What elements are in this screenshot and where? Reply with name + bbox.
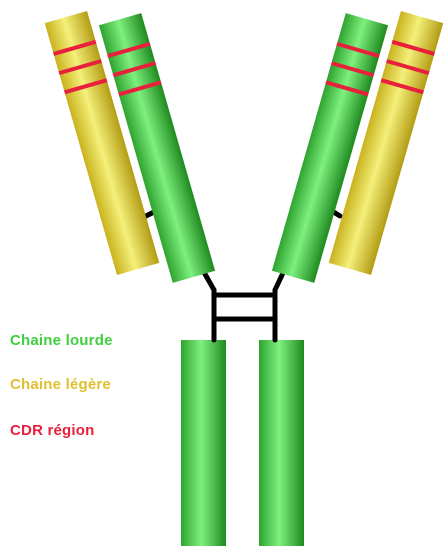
fab-arm-left [45,11,215,283]
legend-heavy-chain: Chaine lourde [10,332,113,349]
legend-light-chain: Chaine légère [10,376,111,393]
heavy-chain-fc-left [181,340,226,546]
fab-arm-right [272,11,443,283]
heavy-chain-fc-right [259,340,304,546]
legend-cdr-region: CDR région [10,422,95,439]
